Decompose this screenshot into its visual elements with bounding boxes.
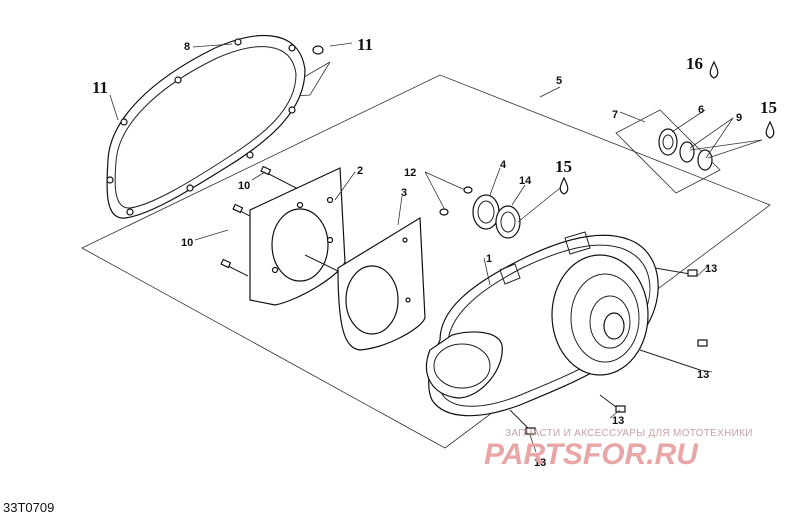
gasket-hole xyxy=(174,76,182,84)
callout-9: 9 xyxy=(736,112,742,124)
callout-7: 7 xyxy=(612,109,618,121)
callout-11-left: 11 xyxy=(92,78,108,97)
callout-10-left: 10 xyxy=(181,237,193,249)
bolts-13 xyxy=(509,267,708,435)
bearing-plane xyxy=(615,109,721,194)
gear-6 xyxy=(658,128,678,156)
seal-9a xyxy=(679,141,695,163)
gasket-hole xyxy=(120,118,128,126)
watermark-brand: PARTSFOR.RU xyxy=(484,438,699,471)
callout-3: 3 xyxy=(401,187,407,199)
callout-4: 4 xyxy=(500,159,507,171)
gasket-hole xyxy=(106,176,114,184)
diagram-code: 33T0709 xyxy=(3,500,54,515)
gasket-hole xyxy=(288,106,296,114)
gasket-hole xyxy=(288,44,296,52)
watermark: ЗАПЧАСТИ И АКСЕССУАРЫ ДЛЯ МОТОТЕХНИКИ PA… xyxy=(484,428,753,471)
gasket-hole xyxy=(234,38,242,46)
gasket-hole xyxy=(126,208,134,216)
bolt-11-right xyxy=(312,45,324,55)
callout-1: 1 xyxy=(486,253,492,265)
seal-9b xyxy=(697,149,713,171)
ring-4-bearing-14 xyxy=(439,186,521,239)
watermark-tagline: ЗАПЧАСТИ И АКСЕССУАРЫ ДЛЯ МОТОТЕХНИКИ xyxy=(505,428,753,439)
fluid-drop-markers xyxy=(559,60,775,195)
callout-10-top: 10 xyxy=(238,180,250,192)
callout-6: 6 xyxy=(698,104,704,116)
leader-lines xyxy=(109,42,763,453)
plate-2 xyxy=(249,167,346,306)
main-assembly-plane xyxy=(81,74,771,449)
drop-icon xyxy=(765,120,775,139)
callout-labels: 1 2 3 4 5 6 7 8 9 10 10 11 11 12 13 13 1… xyxy=(92,35,777,469)
callout-15-right: 15 xyxy=(760,98,777,117)
leader-5 xyxy=(539,86,561,98)
callout-5: 5 xyxy=(556,75,562,87)
gasket-hole xyxy=(246,151,254,159)
gasket-8 xyxy=(106,35,306,219)
drop-icon xyxy=(559,176,569,195)
drop-icon xyxy=(709,60,719,79)
callout-2: 2 xyxy=(357,165,363,177)
cover-1 xyxy=(425,231,659,417)
callout-14: 14 xyxy=(519,175,532,187)
bearing-6-seals-9 xyxy=(658,128,713,171)
callout-8: 8 xyxy=(184,41,190,53)
callout-15-center: 15 xyxy=(555,157,572,176)
callout-13-a: 13 xyxy=(705,263,717,275)
gasket-hole xyxy=(186,184,194,192)
callout-13-b: 13 xyxy=(697,369,709,381)
callout-12: 12 xyxy=(404,167,416,179)
callout-13-d: 13 xyxy=(534,457,546,469)
clutch-dome xyxy=(551,254,649,376)
callout-16: 16 xyxy=(686,54,703,73)
callout-13-c: 13 xyxy=(612,415,624,427)
gasket-plate-3 xyxy=(337,216,426,351)
callout-11-right: 11 xyxy=(357,35,373,54)
